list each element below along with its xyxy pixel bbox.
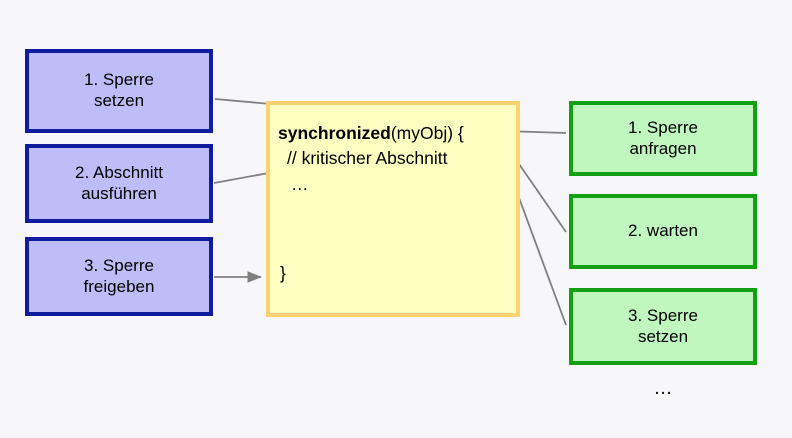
code-line-2: // kritischer Abschnitt (287, 148, 448, 169)
right-step-box-1-line-2: anfragen (629, 138, 697, 158)
right-step-box-2-line-1: 2. warten (628, 221, 698, 241)
code-line-1-rest: (myObj) { (390, 123, 464, 143)
left-step-box-1-line-1: 1. Sperre (84, 70, 154, 90)
right-step-box-3[interactable]: 3. Sperre setzen (569, 288, 757, 365)
code-keyword-synchronized: synchronized (278, 123, 391, 143)
right-column-ellipsis: … (653, 378, 673, 399)
left-step-box-2[interactable]: 2. Abschnitt ausführen (25, 144, 213, 223)
right-step-box-3-line-2: setzen (637, 326, 689, 346)
left-step-box-2-line-2: ausführen (81, 183, 157, 203)
right-step-box-1[interactable]: 1. Sperre anfragen (569, 101, 757, 176)
left-step-box-2-line-1: 2. Abschnitt (75, 162, 163, 182)
synchronized-code-block: synchronized(myObj) { // kritischer Absc… (266, 101, 520, 317)
code-line-3: … (291, 173, 309, 194)
right-step-box-2[interactable]: 2. warten (569, 194, 757, 269)
right-step-box-1-line-1: 1. Sperre (628, 117, 698, 137)
left-step-box-3-line-1: 3. Sperre (84, 255, 154, 275)
right-step-box-3-line-1: 3. Sperre (628, 305, 698, 325)
left-step-box-1[interactable]: 1. Sperre setzen (25, 49, 213, 133)
code-line-1: synchronized(myObj) { (278, 121, 464, 146)
code-closing-brace: } (280, 263, 286, 283)
left-step-box-1-line-2: setzen (93, 91, 145, 110)
left-step-box-3[interactable]: 3. Sperre freigeben (25, 237, 213, 316)
left-step-box-3-line-2: freigeben (83, 276, 155, 296)
code-block-text: synchronized(myObj) { // kritischer Absc… (278, 121, 464, 197)
